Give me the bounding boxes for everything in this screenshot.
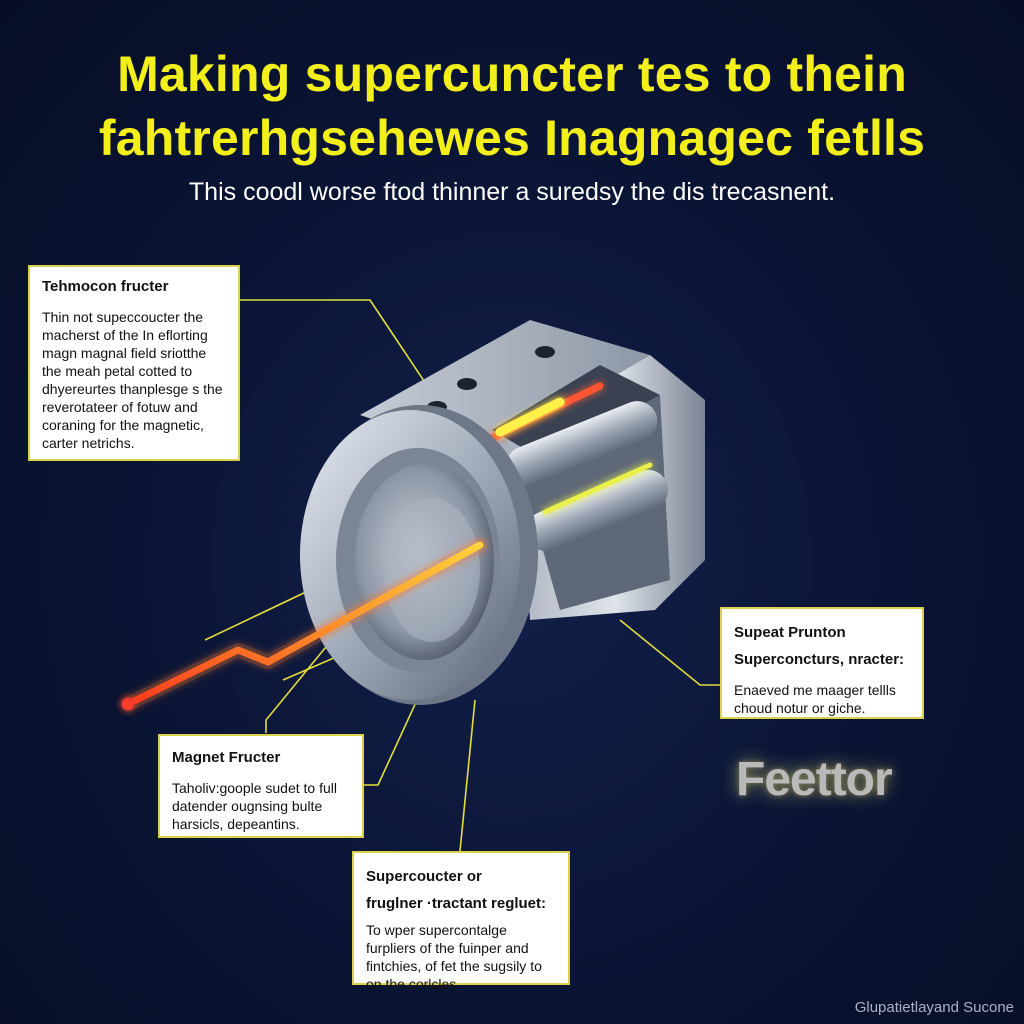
callout-bottom-body: To wper supercontalge furpliers of the f… [366,922,542,992]
callout-mid-left-heading: Magnet Fructer [172,749,281,766]
glow-label: Feettor [736,753,893,806]
leader-line-right [619,619,720,686]
callout-bottom-heading: Supercoucter or [366,868,482,885]
callout-right-subheading: Superconcturs, nracter: [734,651,905,668]
callout-mid-left-body: Taholiv:goople sudet to full datender ou… [172,780,337,832]
bolt-hole-3 [535,346,555,358]
bolt-hole-2 [457,378,477,390]
magnet-rod-lower [526,469,669,552]
callout-right-body: Enaeved me maager tellls choud notur or … [734,682,896,716]
leader-line-top-left [240,299,431,391]
callout-bottom-subheading: fruglner ·tractant regluet: [366,895,547,912]
title-line-1: Making supercuncter tes to thein [117,46,907,102]
callout-right-heading: Supeat Prunton [734,624,846,641]
magnet-body [300,320,705,705]
callout-bottom: Supercoucter or fruglner ·tractant reglu… [352,851,570,992]
callout-top-left-body: Thin not supeccoucter the macherst of th… [42,309,223,451]
magnet-rod-upper [506,401,658,487]
title-line-2: fahtrerhgsehewes Inagnagec fetlls [98,110,926,166]
beam-tip [122,698,134,710]
callout-top-left-heading: Tehmocon fructer [42,278,169,295]
callout-top-left: Tehmocon fructer Thin not supeccoucter t… [28,265,240,461]
leader-line-bottom [459,699,476,852]
particle-beam [121,538,487,711]
coil-glow-top-yellow [495,397,565,437]
callout-right: Supeat Prunton Superconcturs, nracter: E… [720,607,924,719]
callout-mid-left: Magnet Fructer Taholiv:goople sudet to f… [158,734,364,838]
coil-glow-lower [542,462,653,515]
subtitle: This coodl worse ftod thinner a suredsy … [188,178,836,206]
leader-lines [204,299,720,852]
beam-core [124,541,484,708]
watermark: Glupatietlayand Sucone [854,999,1014,1016]
